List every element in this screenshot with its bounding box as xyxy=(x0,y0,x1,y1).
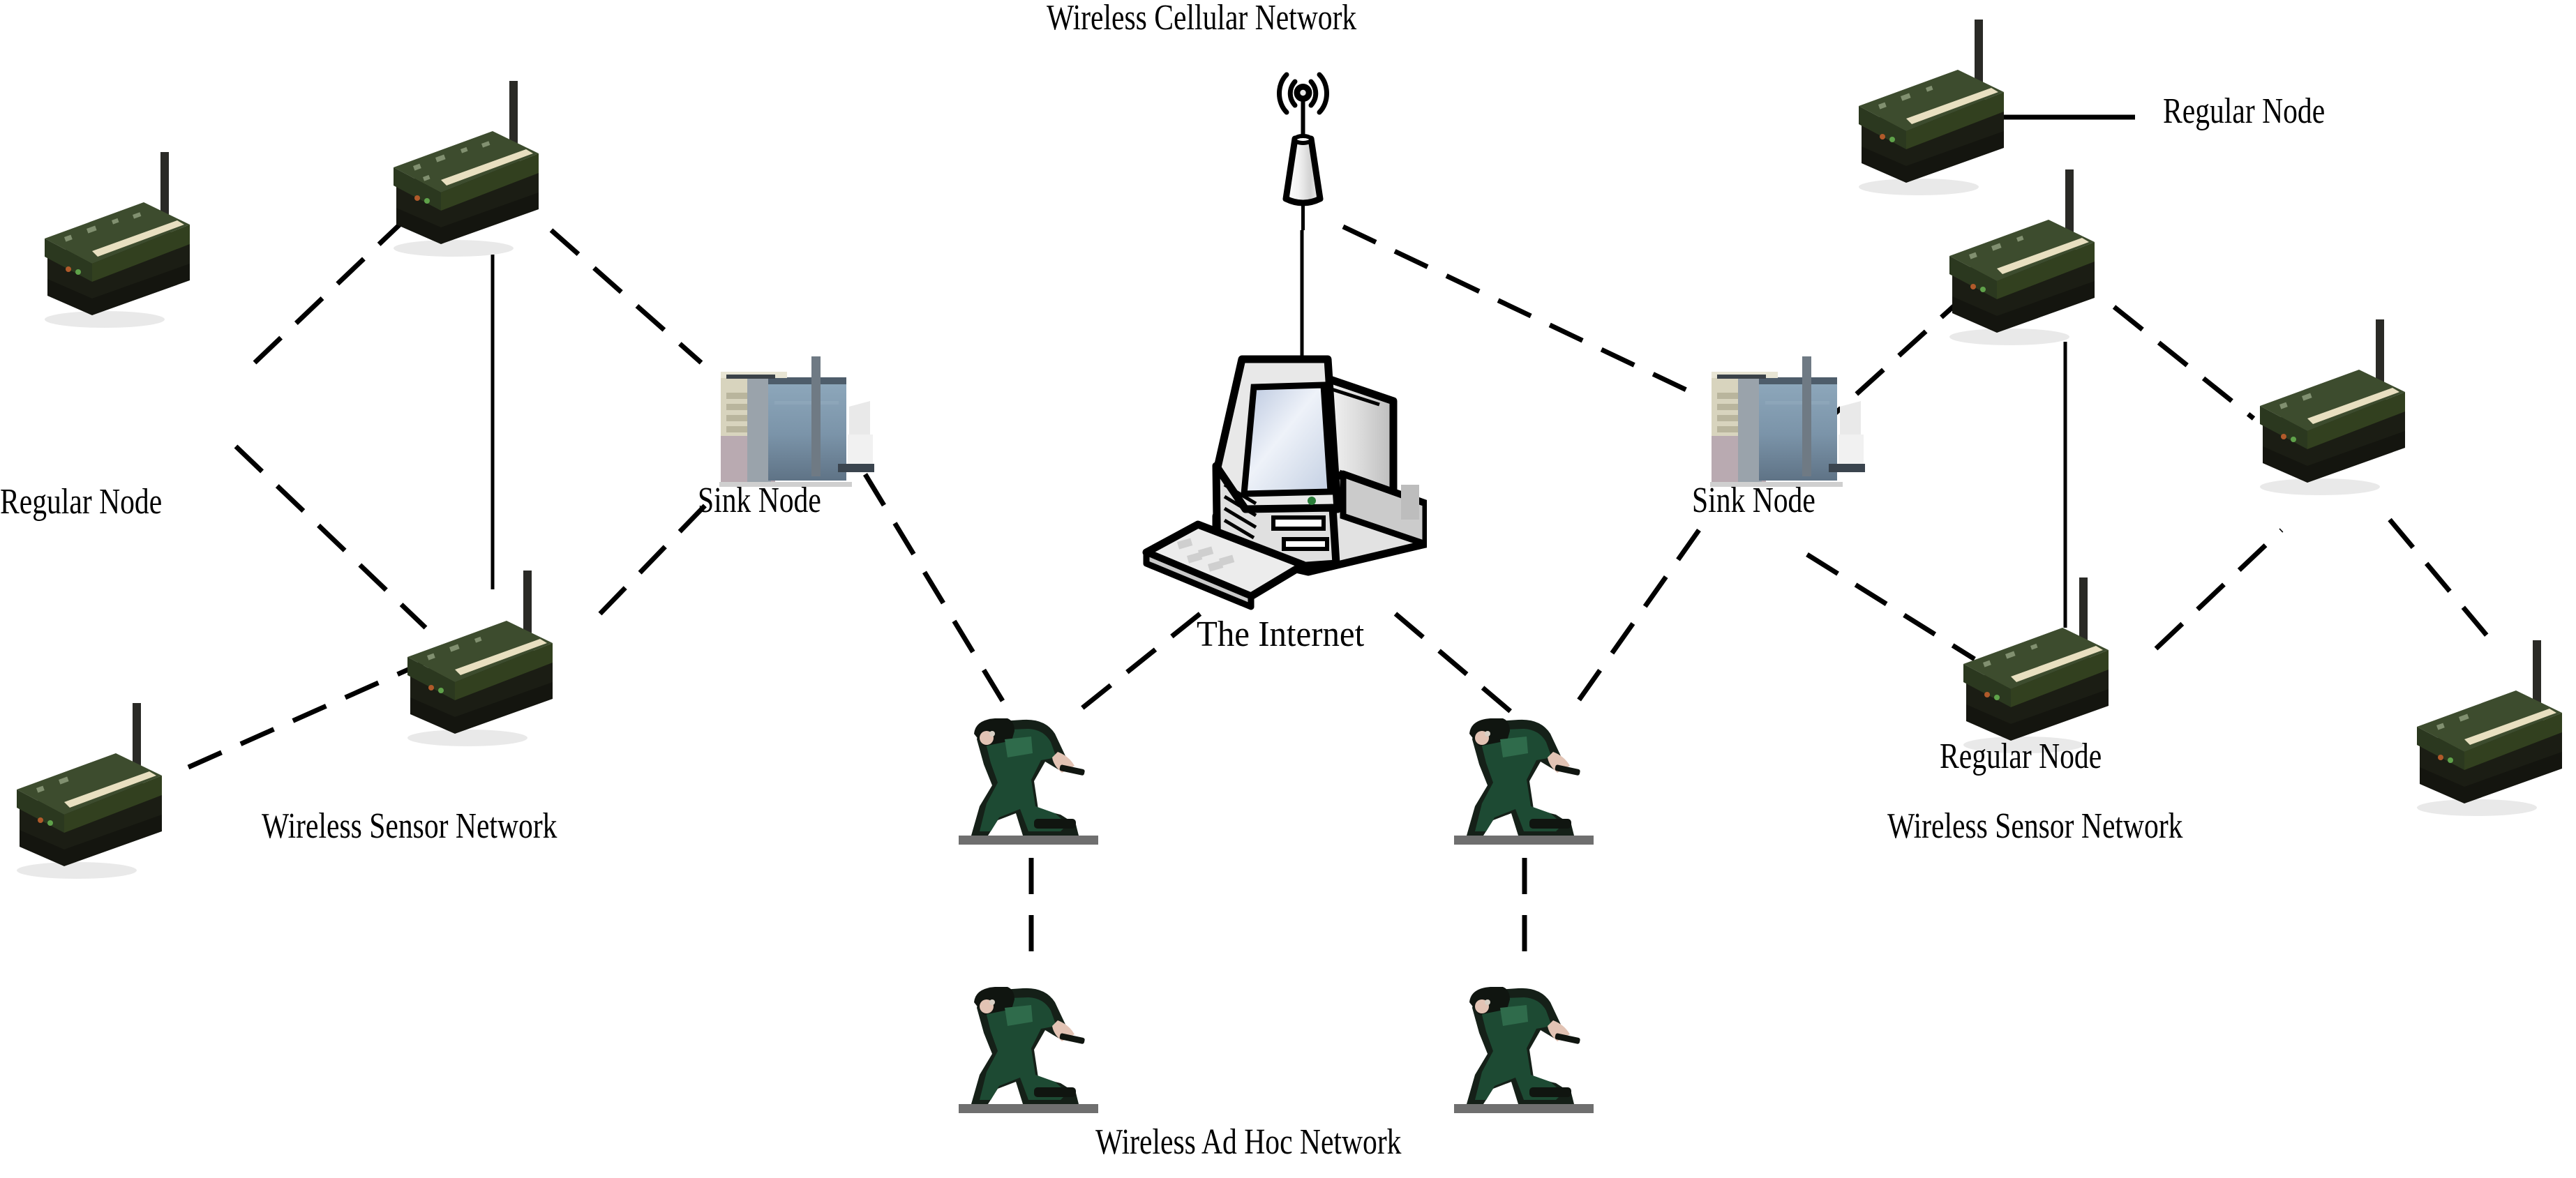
page-title: Wireless Cellular Network xyxy=(1047,0,1357,38)
sensor-node-R5 xyxy=(2400,621,2576,823)
sensor-node-R4 xyxy=(1947,558,2128,760)
link-sinkR-soldier2 xyxy=(1571,528,1701,710)
cell-tower-icon xyxy=(1256,66,1350,230)
sensor-node-R2 xyxy=(1933,150,2114,352)
link-R4-R3 xyxy=(2154,528,2284,651)
label-left-sink-node: Sink Node xyxy=(698,481,821,520)
radio-wave-icon xyxy=(1277,72,1329,115)
label-right-regular-node-top: Regular Node xyxy=(2163,91,2326,131)
sink-node-left xyxy=(680,352,883,492)
link-L3-sinkL xyxy=(598,497,714,616)
soldier-icon-1 xyxy=(956,697,1106,858)
label-right-sink-node: Sink Node xyxy=(1692,481,1815,520)
label-right-wsn: Wireless Sensor Network xyxy=(1887,806,2183,846)
sensor-node-L4 xyxy=(0,684,181,886)
sink-node-right xyxy=(1671,352,1873,492)
sensor-node-R1 xyxy=(1842,0,2023,202)
link-R2-R3 xyxy=(2112,305,2256,421)
link-computer-soldier1 xyxy=(1076,612,1202,713)
soldier-icon-2 xyxy=(1451,697,1601,858)
sensor-node-R3 xyxy=(2243,300,2425,502)
sensor-mote-icon xyxy=(394,81,539,257)
label-left-wsn: Wireless Sensor Network xyxy=(262,806,557,846)
label-left-regular-node: Regular Node xyxy=(0,482,163,522)
sensor-node-L3 xyxy=(391,551,572,753)
soldier-icon-4 xyxy=(1451,966,1601,1126)
soldier-icon-3 xyxy=(956,966,1106,1126)
link-computer-soldier2 xyxy=(1393,612,1513,713)
link-L1-sinkL xyxy=(549,228,703,365)
label-adhoc-network: Wireless Ad Hoc Network xyxy=(1095,1122,1402,1162)
link-sinkL-soldier1 xyxy=(863,473,1007,706)
desktop-computer-icon xyxy=(1134,342,1430,617)
label-right-regular-node-bottom: Regular Node xyxy=(1940,737,2102,776)
sensor-node-L2 xyxy=(28,133,209,335)
label-the-internet: The Internet xyxy=(1197,614,1365,654)
sensor-node-L1 xyxy=(377,61,558,264)
